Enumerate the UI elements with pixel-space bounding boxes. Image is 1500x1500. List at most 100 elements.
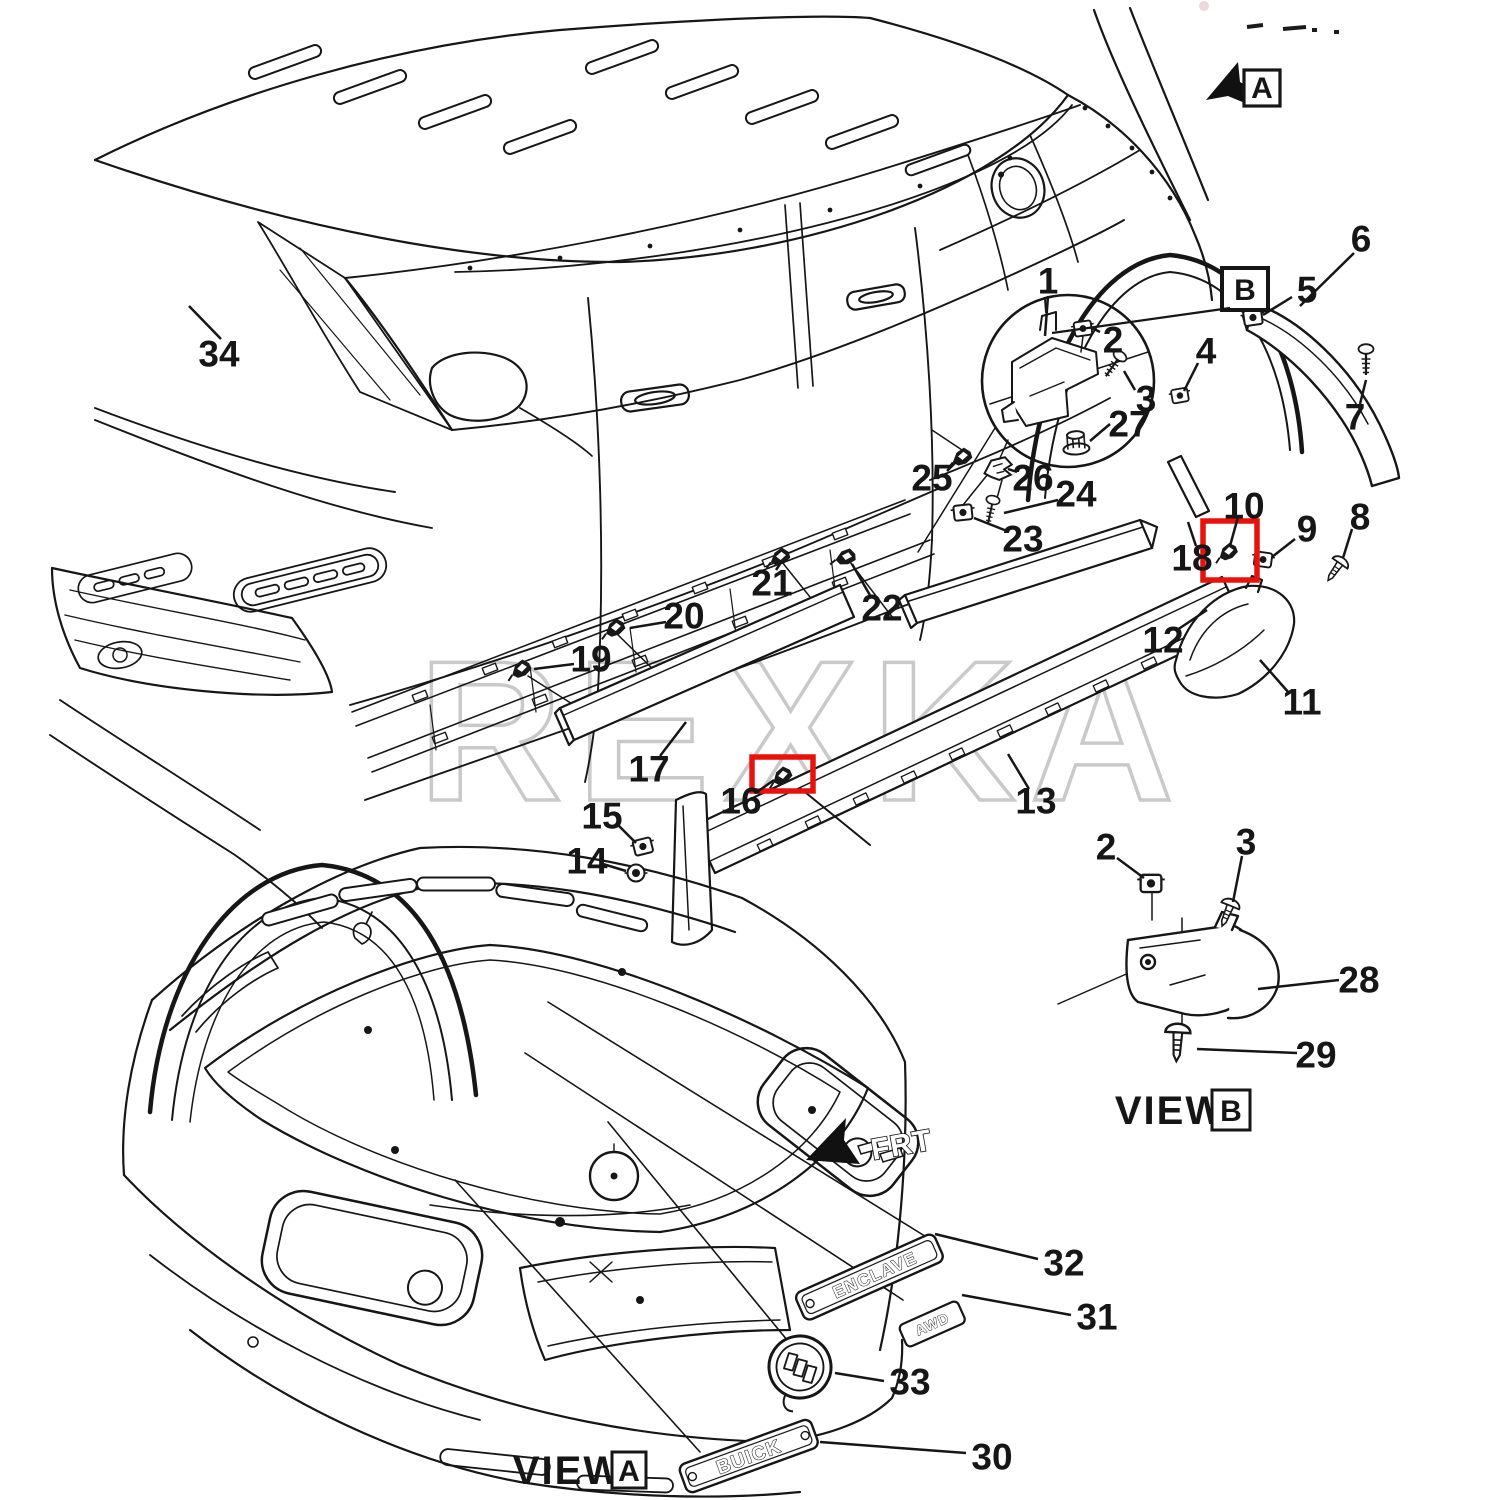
license-recess <box>518 1245 792 1362</box>
molding-end-strip <box>1166 454 1211 519</box>
leader-line-8-8 <box>1341 528 1354 559</box>
callout-17-17: 17 <box>628 749 669 790</box>
leader-line-4-4 <box>1182 362 1200 392</box>
cropped-text-remnant <box>1199 1 1339 34</box>
highlight-box-1 <box>1200 518 1260 583</box>
callout-6-6: 6 <box>1351 219 1372 260</box>
leader-line-2-27 <box>1116 856 1145 880</box>
callout-11-11: 11 <box>1282 682 1321 723</box>
leader-line-27-3 <box>1089 423 1111 442</box>
callout-28-29: 28 <box>1338 960 1379 1001</box>
enclave-nameplate: ENCLAVE <box>794 1233 944 1321</box>
leader-line-17-17 <box>659 721 687 757</box>
porthole-vent-in-place <box>232 547 388 613</box>
callout-7-7: 7 <box>1345 397 1366 438</box>
leader-line-21-21 <box>774 563 782 571</box>
svg-text:B: B <box>1220 1095 1242 1128</box>
callout-9-9: 9 <box>1297 509 1318 550</box>
screw-icon <box>1162 1021 1193 1064</box>
leader-line-1-0 <box>1043 295 1050 337</box>
door-handle-front <box>620 383 690 413</box>
headlight <box>50 566 334 696</box>
leader-line-22-22 <box>850 563 873 598</box>
svg-text:VIEW: VIEW <box>513 1449 623 1493</box>
callout-18-18: 18 <box>1171 538 1212 579</box>
grommet-icon <box>623 863 649 883</box>
callout-24-24: 24 <box>1055 474 1097 515</box>
svg-text:FRT: FRT <box>868 1124 934 1167</box>
leader-line-24-24 <box>1003 498 1059 515</box>
callout-30-31: 30 <box>971 1437 1012 1478</box>
callout-3-28: 3 <box>1236 822 1257 863</box>
nut-clip-icon <box>949 502 977 523</box>
highlight-box-2 <box>749 754 816 794</box>
callout-2-27: 2 <box>1096 827 1117 868</box>
leader-line-10-10 <box>1228 516 1240 547</box>
leader-line-30-31 <box>819 1440 967 1455</box>
nut-icon <box>1061 429 1091 457</box>
taillight-left <box>260 1189 484 1327</box>
leader-line-15-15 <box>615 822 637 844</box>
callout-34-35: 34 <box>198 334 240 375</box>
leader-line-31-32 <box>961 1293 1072 1317</box>
leader-line-12-12 <box>1176 608 1208 632</box>
door-handle-rear <box>846 283 906 311</box>
callout-20-20: 20 <box>663 596 704 637</box>
leader-line-6-6 <box>1299 252 1355 307</box>
side-mirror <box>428 351 593 457</box>
leader-line-19-19 <box>533 662 575 671</box>
view-a-label: VIEW A <box>513 1449 648 1493</box>
callout-22-22: 22 <box>861 588 902 629</box>
svg-text:VIEW: VIEW <box>1115 1089 1225 1133</box>
callout-12-12: 12 <box>1142 620 1183 661</box>
callout-32-33: 32 <box>1043 1243 1084 1284</box>
callout-19-19: 19 <box>570 639 611 680</box>
callout-33-34: 33 <box>889 1362 930 1403</box>
callout-29-30: 29 <box>1295 1035 1336 1076</box>
callout-25-25: 25 <box>911 458 952 499</box>
rocker-end-cap <box>1173 574 1296 699</box>
leader-line-14-14 <box>602 862 627 873</box>
leader-line-33-34 <box>834 1371 885 1383</box>
callout-31-32: 31 <box>1076 1297 1117 1338</box>
callout-2-1: 2 <box>1103 320 1124 361</box>
emblem-mount-circle <box>588 1143 640 1202</box>
nut-clip-icon <box>1167 386 1193 405</box>
highlight-layer <box>749 518 1260 794</box>
leader-line-25-25 <box>946 461 957 472</box>
leader-line-13-13 <box>1006 753 1031 790</box>
view-b-label: VIEW B <box>1115 1088 1252 1133</box>
leader-line-9-9 <box>1271 538 1296 558</box>
callout-14-14: 14 <box>566 841 608 882</box>
retainer-clip-icon <box>1211 540 1241 565</box>
exploded-moldings <box>553 301 1401 946</box>
buick-nameplate: BUICK <box>678 1418 819 1494</box>
detail-b-marker: B <box>1051 266 1270 335</box>
leader-line-23-23 <box>973 516 1008 533</box>
leader-line-28-29 <box>1257 978 1340 991</box>
molding-front-door <box>553 583 856 747</box>
bracket-detail-circle <box>980 293 1156 469</box>
screw-icon <box>1319 552 1352 587</box>
buick-tri-shield-emblem <box>767 1334 833 1413</box>
callout-10-10: 10 <box>1223 486 1264 527</box>
callout-5-5: 5 <box>1297 270 1318 311</box>
callout-3-2: 3 <box>1136 379 1157 420</box>
svg-text:A: A <box>618 1455 640 1488</box>
leader-line-3-2 <box>1122 370 1137 391</box>
leader-line-34-35 <box>188 305 222 340</box>
markers: A B VIEW A VIEW B FRT <box>513 62 1282 1493</box>
porthole-vent-in-place-2 <box>77 552 193 604</box>
fuel-door <box>990 157 1046 219</box>
leader-line-29-30 <box>1196 1047 1298 1055</box>
callout-16-16: 16 <box>720 781 761 822</box>
screw-icon <box>1357 343 1375 377</box>
leader-line-32-33 <box>934 1232 1039 1261</box>
leader-line-20-20 <box>629 620 667 630</box>
leader-line-2-1 <box>1089 325 1101 334</box>
awd-nameplate: AWD <box>898 1300 966 1348</box>
bolt-icon <box>980 493 1002 526</box>
